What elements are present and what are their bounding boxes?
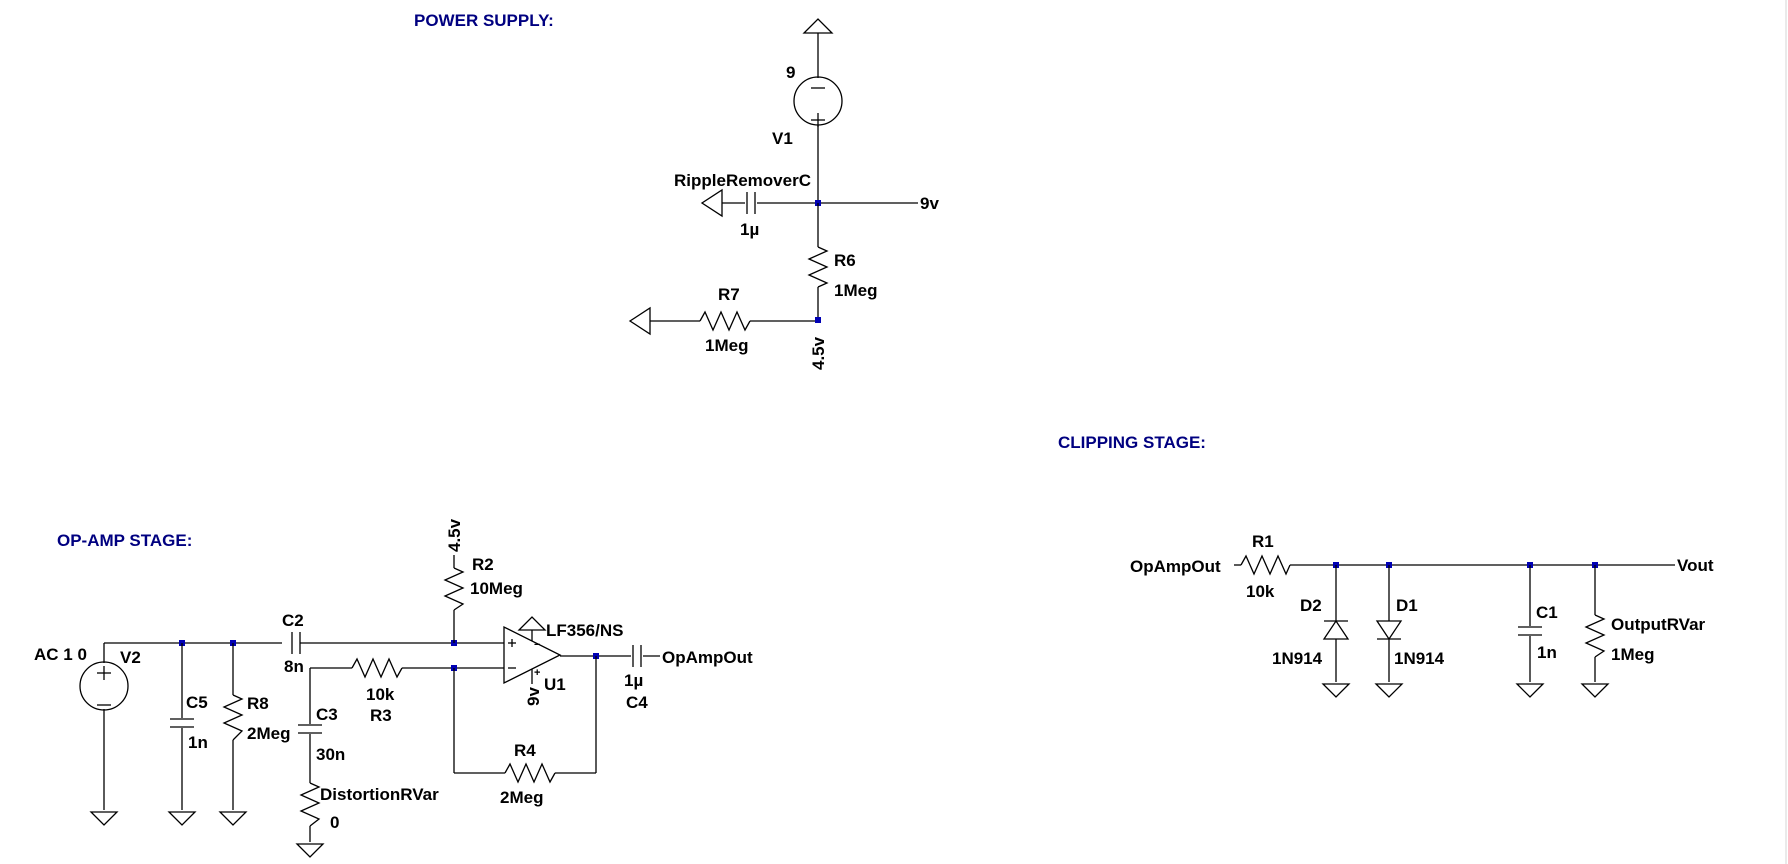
header-clipping-stage: CLIPPING STAGE: — [1058, 433, 1206, 452]
header-opamp-stage: OP-AMP STAGE: — [57, 531, 192, 550]
c4-label: C4 — [626, 693, 648, 712]
ground-symbol — [700, 188, 723, 218]
net-label-4.5v-bias: 4.5v — [809, 336, 828, 370]
power-supply-section: 9 V1 9v RippleRemoverC 1µ R6 1Meg R7 1Me… — [628, 18, 939, 370]
r6-value: 1Meg — [834, 281, 877, 300]
c3-capacitor[interactable] — [298, 724, 322, 734]
supply-pin-symbol — [517, 616, 547, 631]
u1-model: LF356/NS — [546, 621, 623, 640]
r8-value: 2Meg — [247, 724, 290, 743]
u1-label: U1 — [544, 675, 566, 694]
output-rvar-value: 1Meg — [1611, 645, 1654, 664]
ground-symbol — [218, 811, 248, 826]
output-rvar-label: OutputRVar — [1611, 615, 1706, 634]
v2-label: V2 — [120, 648, 141, 667]
c1-label: C1 — [1536, 603, 1558, 622]
c5-value: 1n — [188, 733, 208, 752]
ground-symbol — [89, 811, 119, 826]
header-power-supply: POWER SUPPLY: — [414, 11, 554, 30]
r3-resistor[interactable] — [351, 657, 403, 679]
ground-symbol — [1580, 683, 1610, 698]
distortion-rvar-label: DistortionRVar — [320, 785, 439, 804]
u1-minus-pin-mark: − — [534, 639, 540, 651]
distortion-rvar-resistor[interactable] — [299, 782, 321, 827]
c5-label: C5 — [186, 693, 208, 712]
c4-value: 1µ — [624, 671, 643, 690]
r1-resistor[interactable] — [1240, 554, 1291, 576]
output-rvar-resistor[interactable] — [1584, 614, 1606, 658]
r4-value: 2Meg — [500, 788, 543, 807]
r7-label: R7 — [718, 285, 740, 304]
c3-value: 30n — [316, 745, 345, 764]
ground-symbol — [295, 843, 325, 858]
r8-resistor[interactable] — [222, 694, 244, 741]
ripple-cap-value: 1µ — [740, 220, 759, 239]
net-label-9v-opamp: 9v — [524, 687, 543, 706]
net-label-9v: 9v — [920, 194, 939, 213]
c3-label: C3 — [316, 705, 338, 724]
c4-capacitor[interactable] — [632, 645, 642, 667]
ground-symbol — [1515, 683, 1545, 698]
v2-value: AC 1 0 — [34, 645, 87, 664]
r1-label: R1 — [1252, 532, 1274, 551]
ripple-remover-capacitor[interactable] — [746, 192, 756, 214]
r6-resistor[interactable] — [807, 246, 829, 288]
clipping-stage-section: OpAmpOut R1 10k Vout D2 1N914 D1 1N914 — [1130, 532, 1714, 698]
r1-value: 10k — [1246, 582, 1275, 601]
c2-label: C2 — [282, 611, 304, 630]
d1-label: D1 — [1396, 596, 1418, 615]
v1-label: V1 — [772, 129, 793, 148]
d1-value: 1N914 — [1394, 649, 1445, 668]
supply-rail-symbol — [802, 18, 834, 34]
v1-value: 9 — [786, 63, 795, 82]
d2-diode[interactable] — [1322, 619, 1350, 640]
v1-voltage-source[interactable] — [793, 76, 843, 127]
ground-symbol — [1321, 683, 1351, 698]
c1-capacitor[interactable] — [1518, 626, 1542, 636]
r7-value: 1Meg — [705, 336, 748, 355]
c5-capacitor[interactable] — [170, 718, 194, 728]
net-label-vout: Vout — [1677, 556, 1714, 575]
r4-resistor[interactable] — [504, 762, 556, 784]
ripple-cap-label: RippleRemoverC — [674, 171, 811, 190]
d1-diode[interactable] — [1375, 620, 1403, 641]
opamp-stage-section: AC 1 0 V2 C5 1n R8 2Meg — [34, 518, 753, 858]
r4-label: R4 — [514, 741, 536, 760]
r2-value: 10Meg — [470, 579, 523, 598]
net-label-opamp-out: OpAmpOut — [662, 648, 753, 667]
c2-capacitor[interactable] — [291, 632, 301, 654]
u1-plus-pin-mark: + — [534, 667, 540, 679]
net-label-clip-in: OpAmpOut — [1130, 557, 1221, 576]
ground-symbol — [628, 306, 651, 336]
r3-label: R3 — [370, 706, 392, 725]
net-label-4.5v-r2: 4.5v — [445, 518, 464, 552]
ground-symbol — [167, 811, 197, 826]
r7-resistor[interactable] — [699, 310, 751, 332]
r3-value: 10k — [366, 685, 395, 704]
r2-label: R2 — [472, 555, 494, 574]
ground-symbol — [1374, 683, 1404, 698]
r6-label: R6 — [834, 251, 856, 270]
c2-value: 8n — [284, 657, 304, 676]
r8-label: R8 — [247, 694, 269, 713]
distortion-rvar-value: 0 — [330, 813, 339, 832]
r2-resistor[interactable] — [443, 567, 465, 611]
junction-dot — [815, 317, 821, 323]
d2-value: 1N914 — [1272, 649, 1323, 668]
d2-label: D2 — [1300, 596, 1322, 615]
c1-value: 1n — [1537, 643, 1557, 662]
v2-ac-source[interactable] — [79, 661, 129, 711]
